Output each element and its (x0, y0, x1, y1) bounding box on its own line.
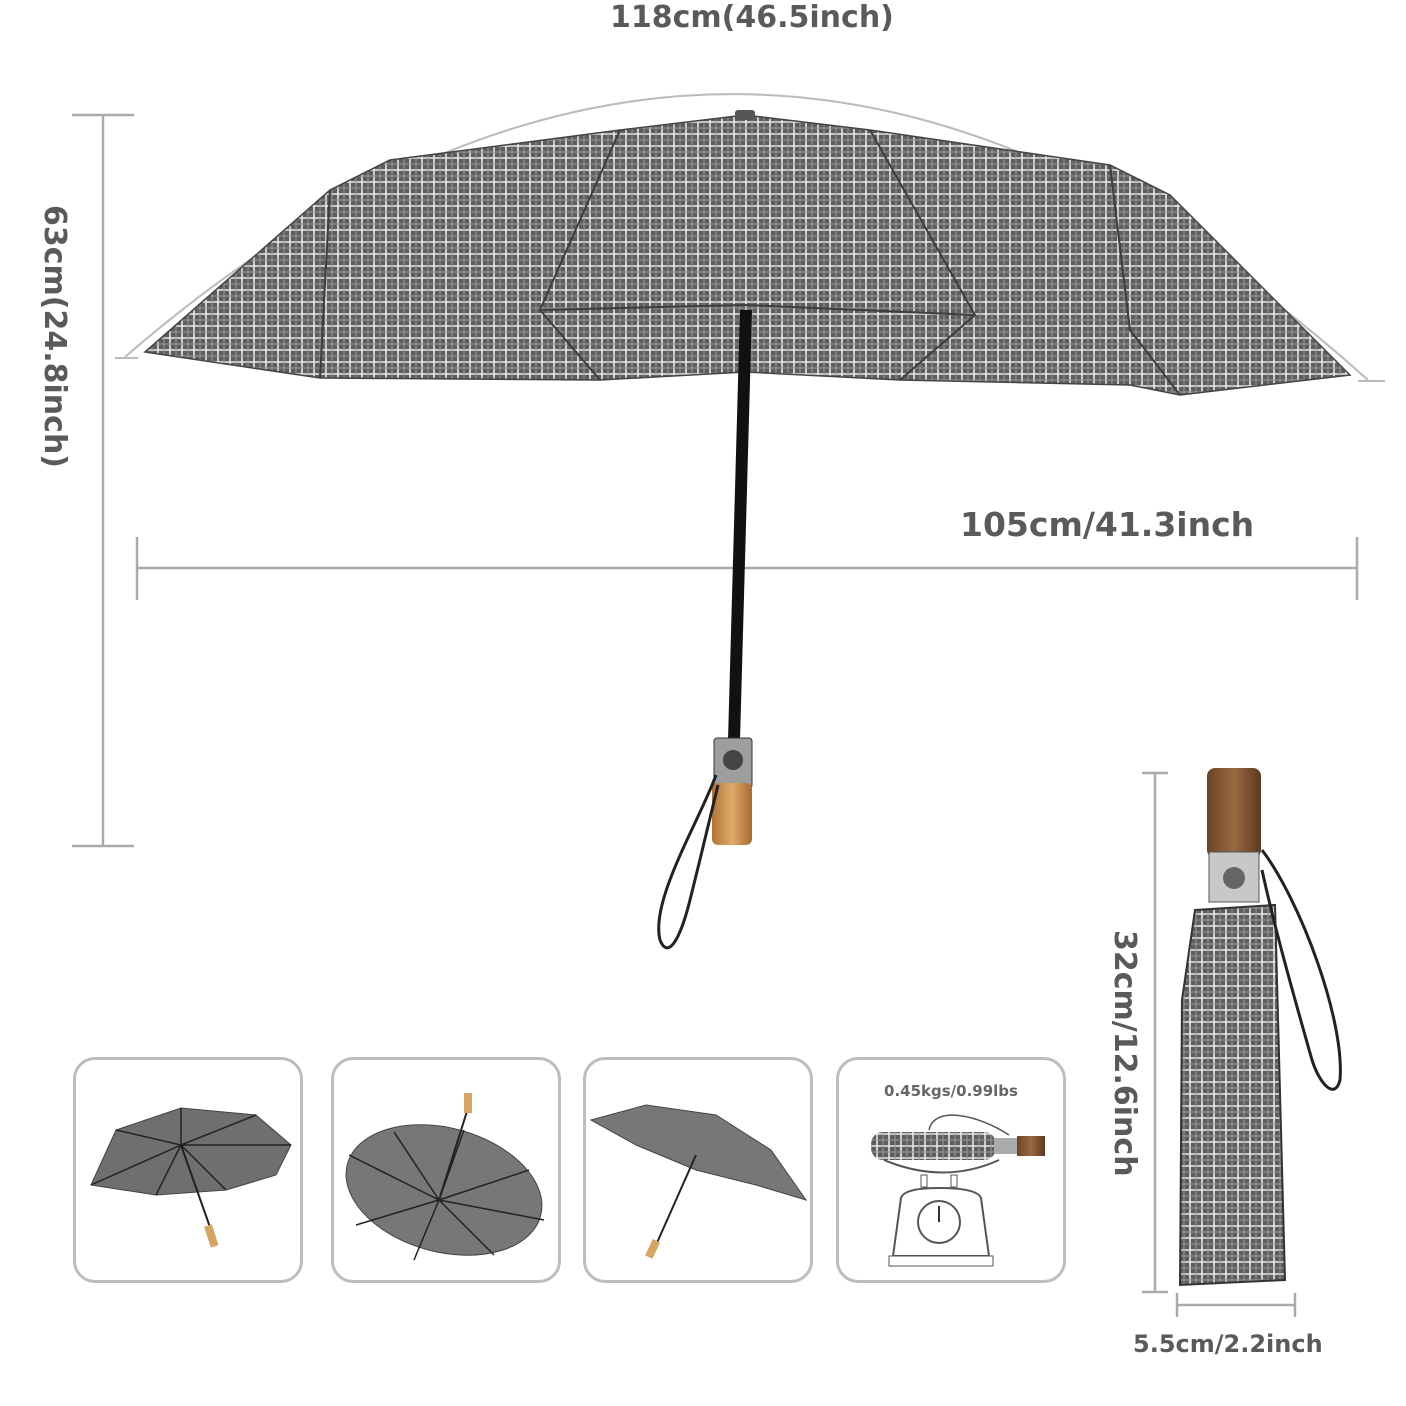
folded-length-dimension-line (1142, 771, 1168, 1294)
open-diameter-label: 105cm/41.3inch (960, 505, 1255, 544)
wooden-handle (712, 783, 752, 845)
open-umbrella-underside-view-icon (345, 1093, 545, 1261)
arc-length-label: 118cm(46.5inch) (610, 0, 894, 35)
wrist-strap (657, 774, 720, 950)
folded-width-dimension-line (1175, 1293, 1297, 1317)
weight-label: 0.45kgs/0.99lbs (884, 1082, 1018, 1100)
card-tilted-view (583, 1057, 813, 1283)
folded-length-label: 32cm/12.6inch (1107, 930, 1142, 1177)
umbrella-canopy (143, 110, 1352, 396)
card-underside-view (331, 1057, 561, 1283)
card-side-view (73, 1057, 303, 1283)
umbrella-shaft (728, 310, 752, 740)
open-umbrella-side-view-icon (90, 1107, 292, 1248)
folded-width-label: 5.5cm/2.2inch (1133, 1330, 1323, 1358)
open-umbrella-tilted-view-icon (589, 1104, 808, 1259)
height-dimension-line (72, 113, 134, 848)
card-weight: 0.45kgs/0.99lbs (836, 1057, 1066, 1283)
folded-umbrella (1178, 768, 1342, 1287)
diameter-dimension-line (135, 537, 1359, 600)
open-height-label: 63cm(24.8inch) (37, 205, 72, 469)
weighing-scale-icon (871, 1114, 1045, 1267)
